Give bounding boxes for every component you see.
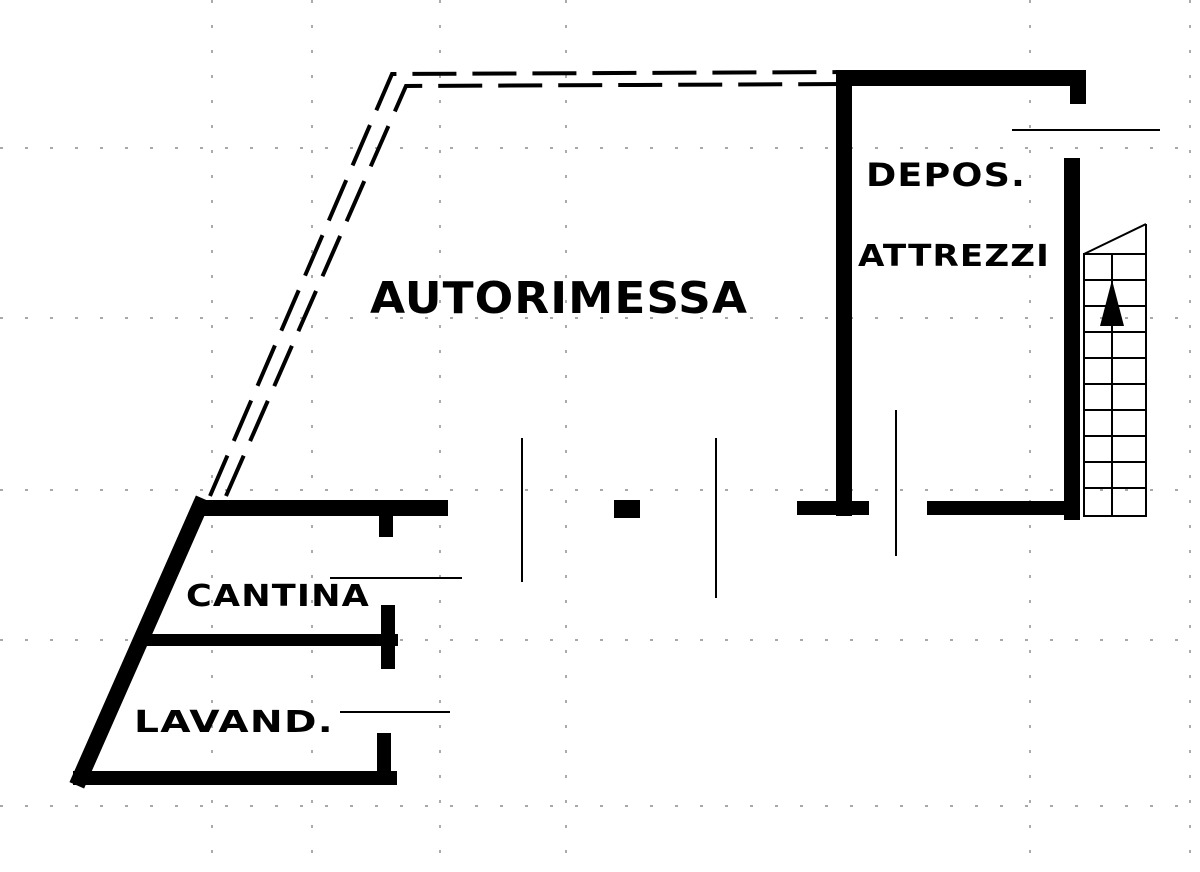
stair-arrow-icon: [1100, 280, 1124, 326]
label-autorimessa: AUTORIMESSA: [370, 273, 748, 324]
staircase: [1083, 223, 1147, 517]
cantina-lavand-walls: [69, 495, 462, 789]
dashed-outline: [208, 70, 849, 497]
front-wall: [196, 410, 897, 598]
label-cantina: CANTINA: [186, 579, 370, 614]
label-depos: DEPOS.: [866, 156, 1026, 194]
service-block-walls: [797, 70, 1160, 520]
pillar: [614, 500, 640, 518]
label-attrezzi: ATTREZZI: [858, 239, 1050, 274]
label-lavand: LAVAND.: [134, 705, 334, 740]
